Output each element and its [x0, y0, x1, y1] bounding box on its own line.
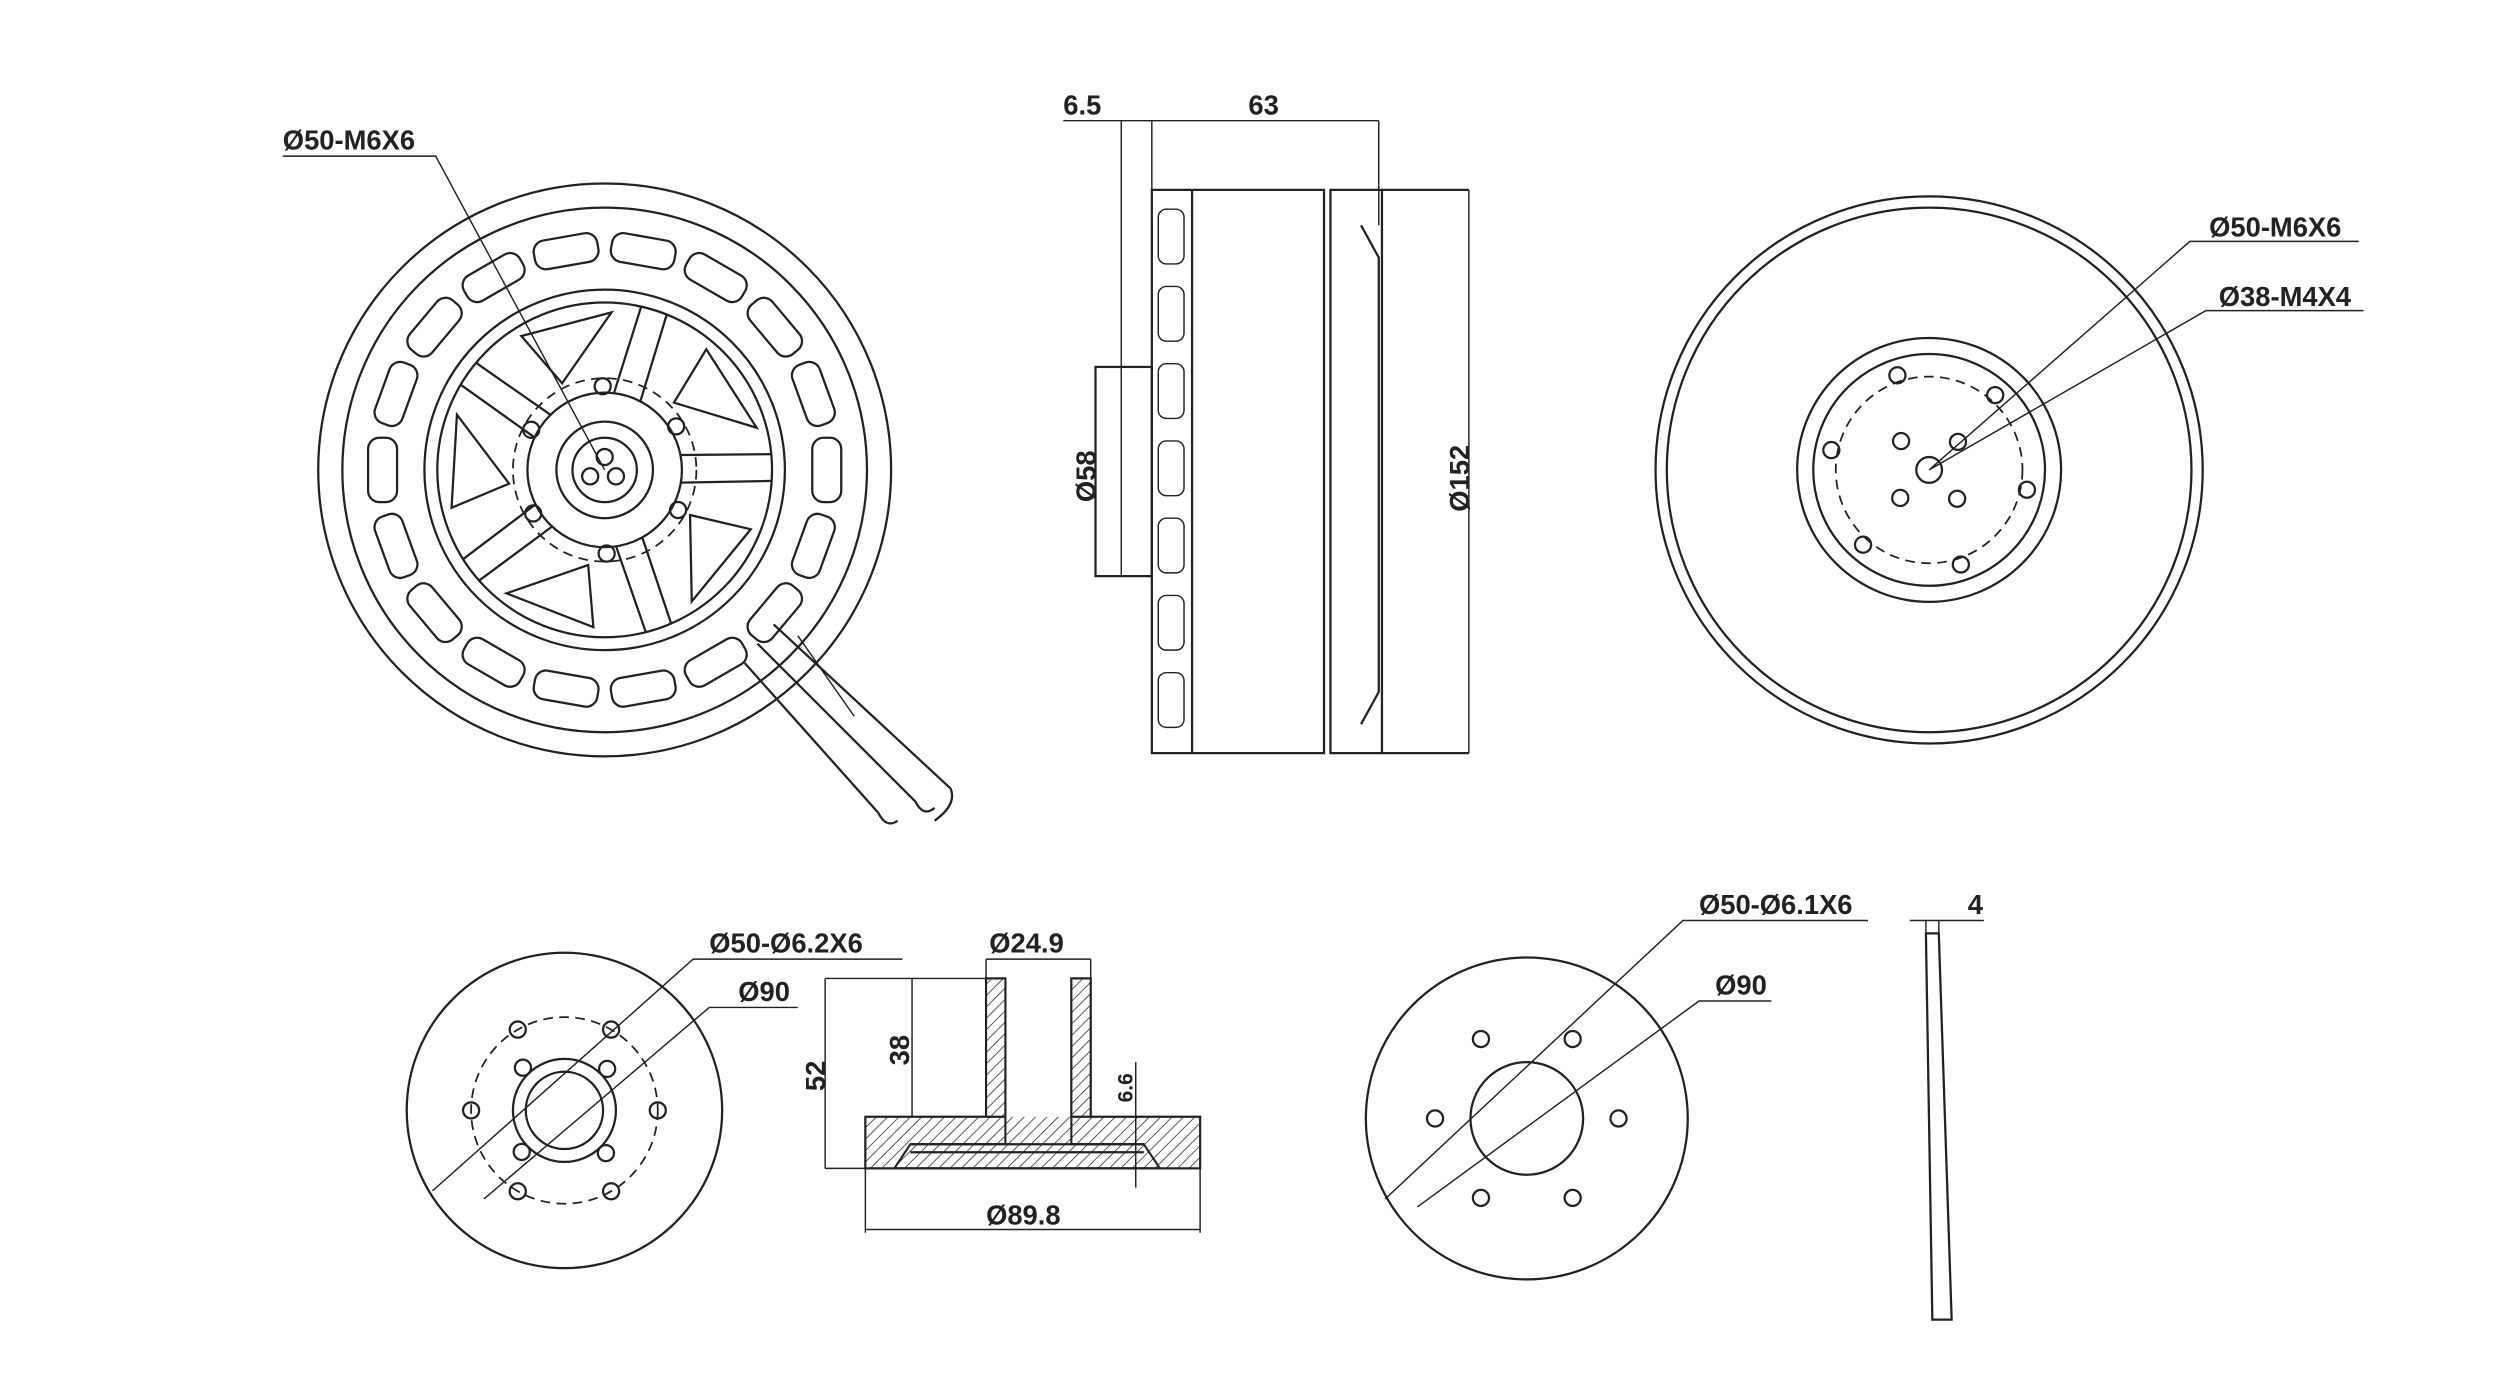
side-view: 6.5 63 Ø58 Ø152 [1063, 89, 1475, 755]
bolt-hole [1853, 535, 1873, 554]
bolt-hole [1986, 385, 2005, 405]
side-slot [1157, 362, 1185, 420]
adapter-dia-label: Ø90 [1715, 970, 1767, 1001]
bolt-hole [2017, 480, 2037, 499]
rotor-slot [366, 436, 399, 504]
rotor-slot [790, 512, 836, 580]
bolt-hole [597, 1059, 617, 1079]
dim-height-total: 52 [800, 1061, 831, 1091]
rotor-slot [373, 512, 419, 580]
bolt-hole [666, 417, 686, 436]
spoke [680, 453, 772, 605]
rear-view: Ø50-M6X6 Ø38-M4X4 [1654, 195, 2364, 745]
side-slot [1157, 594, 1185, 651]
bolt-hole [1891, 488, 1910, 508]
mount-holes-label: Ø50-Ø6.2X6 [709, 928, 863, 959]
rotor-slot [683, 251, 748, 304]
dim-plate-thickness: 4 [1968, 889, 1984, 920]
bolt-hole [1948, 432, 1968, 452]
bolt-hole [508, 1182, 527, 1201]
bolt-hole [512, 1142, 531, 1162]
bolt-hole [508, 1020, 527, 1039]
dim-shaft-dia: Ø58 [1071, 450, 1102, 502]
adapter-holes-label: Ø50-Ø6.1X6 [1699, 889, 1853, 920]
side-slot [1157, 440, 1185, 497]
front-view: Ø50-M6X6 [283, 125, 954, 825]
mount-dia-label: Ø90 [738, 976, 790, 1007]
dim-flange: 6.5 [1063, 89, 1101, 120]
bolt-hole [1891, 431, 1911, 451]
rotor-slot [461, 636, 526, 688]
bolt-hole [461, 1101, 481, 1120]
bolt-hole [1951, 555, 1971, 574]
motor-cable [743, 623, 954, 825]
bolt-hole [596, 1143, 616, 1163]
rear-bolt-inner-label: Ø38-M4X4 [2219, 281, 2352, 312]
bolt-hole [1425, 1109, 1445, 1128]
bolt-hole [668, 500, 688, 520]
dim-length: 63 [1248, 89, 1278, 120]
bolt-hole [593, 377, 612, 396]
bolt-hole [1888, 366, 1907, 385]
bolt-hole [1563, 1188, 1582, 1208]
rotor-slot [609, 232, 677, 271]
rotor-slot [406, 582, 463, 644]
bolt-hole [1822, 440, 1841, 460]
spoke [612, 306, 760, 430]
bolt-hole [513, 1058, 533, 1077]
bolt-hole [597, 544, 616, 563]
rotor-slot [609, 669, 677, 708]
bolt-hole [1947, 489, 1967, 508]
bolt-hole [1471, 1029, 1491, 1049]
side-slot [1157, 285, 1185, 342]
side-slot [1157, 208, 1185, 265]
mount-section-view: Ø24.9 52 38 6.6 Ø89.8 [800, 928, 1202, 1233]
mount-plate-view: Ø50-Ø6.2X6 Ø90 [405, 928, 903, 1270]
bolt-hole [648, 1101, 667, 1120]
dim-base-dia: Ø89.8 [986, 1200, 1061, 1231]
prop-adapter-view: Ø50-Ø6.1X6 Ø90 [1364, 889, 1868, 1281]
dim-base-thickness: 6.6 [1115, 1073, 1138, 1102]
dim-outer-dia: Ø152 [1444, 445, 1475, 512]
rotor-slot [790, 360, 836, 428]
bolt-hole [1609, 1109, 1628, 1128]
spoke [459, 310, 615, 439]
side-slot [1157, 671, 1185, 729]
bolt-hole [522, 420, 541, 439]
thin-plate-view: 4 [1909, 889, 1984, 1321]
rotor-slot [406, 296, 463, 358]
rotor-slot [811, 436, 843, 504]
dim-height-tube: 38 [884, 1035, 915, 1065]
bolt-hole [1563, 1029, 1582, 1049]
rear-bolt-outer-label: Ø50-M6X6 [2209, 212, 2341, 243]
bolt-hole [1471, 1188, 1491, 1208]
rotor-slot [461, 251, 526, 304]
dim-tube-dia: Ø24.9 [989, 928, 1063, 959]
rotor-slot [532, 669, 600, 708]
spoke [450, 411, 553, 582]
rotor-slot [373, 360, 419, 428]
rotor-slot [532, 232, 600, 271]
bolt-hole [524, 504, 543, 523]
rotor-slots [366, 232, 843, 708]
bolt-hole [601, 1182, 621, 1201]
bolt-hole [601, 1020, 621, 1039]
front-bolt-label: Ø50-M6X6 [283, 125, 415, 156]
side-slot [1157, 517, 1185, 574]
rotor-slot [683, 636, 748, 688]
rotor-slot [746, 296, 804, 358]
rotor-slot [746, 582, 804, 644]
